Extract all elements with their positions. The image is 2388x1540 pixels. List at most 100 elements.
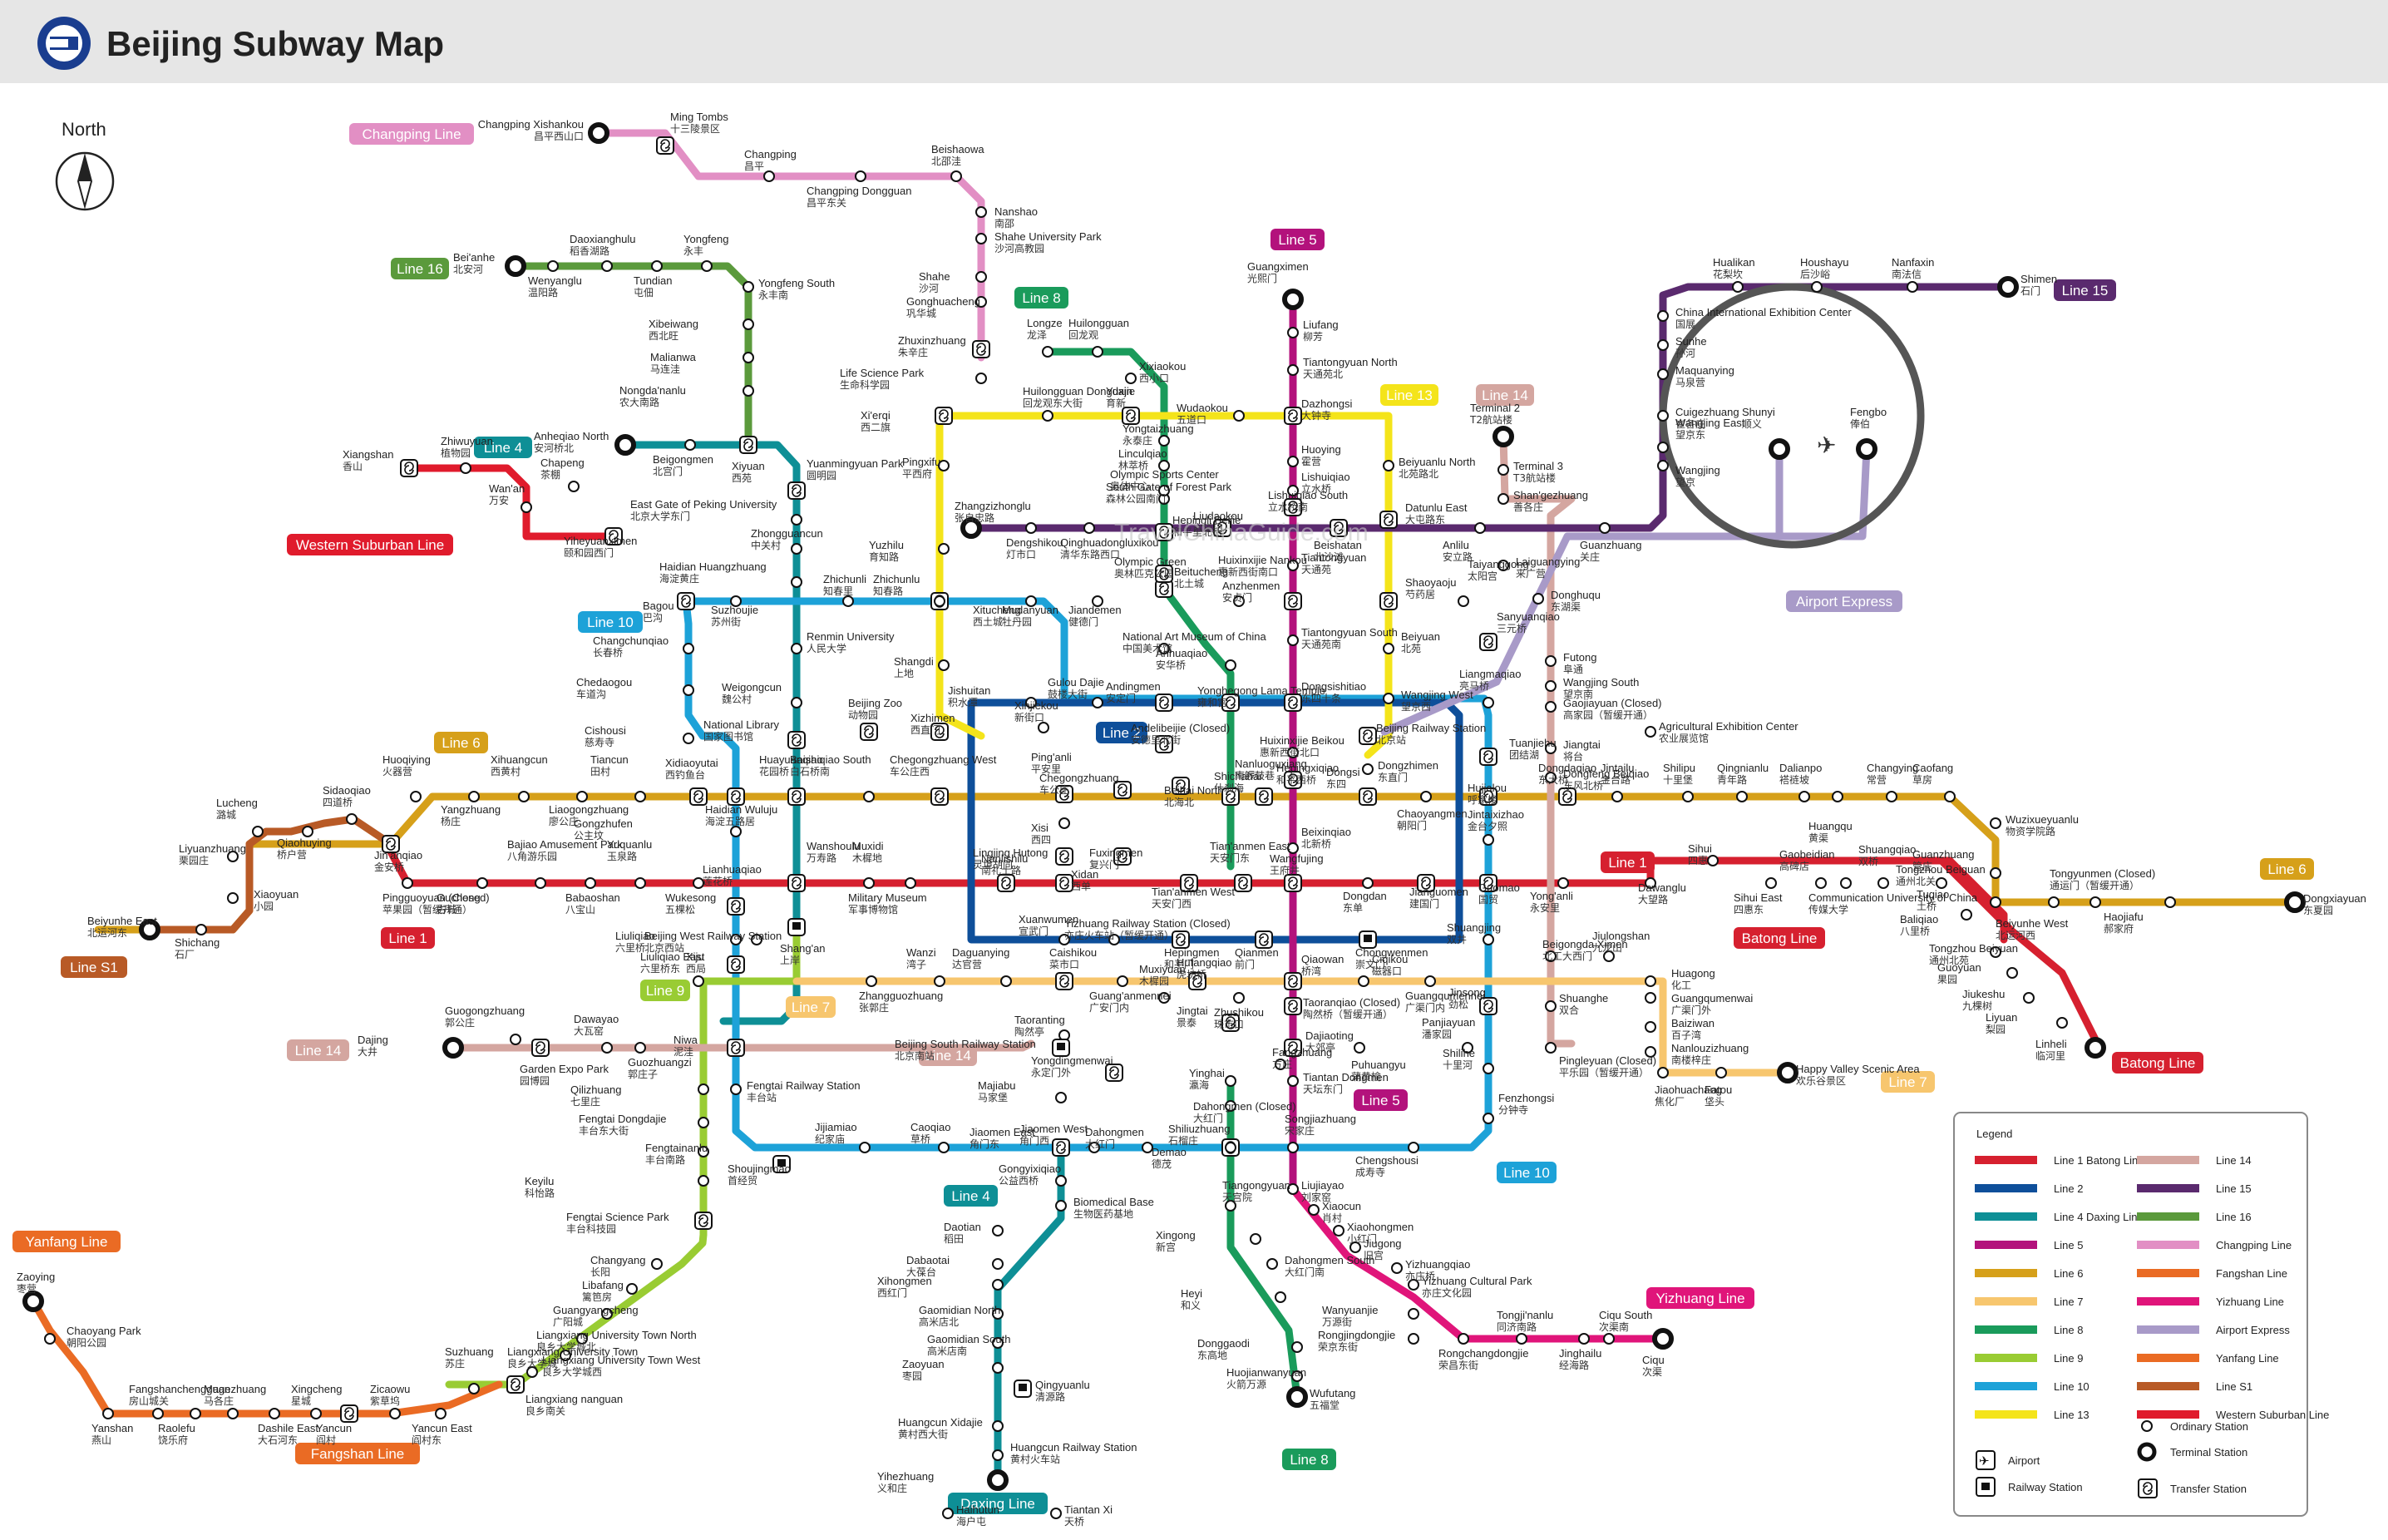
station[interactable] [842, 595, 854, 607]
station[interactable] [930, 723, 949, 741]
station[interactable] [1408, 1142, 1419, 1153]
station[interactable] [1055, 785, 1073, 803]
line-badge-changping[interactable]: Changping Line [349, 123, 474, 145]
station[interactable] [972, 340, 990, 358]
station[interactable] [1359, 787, 1377, 806]
station[interactable] [1225, 1200, 1236, 1212]
station[interactable] [1287, 456, 1299, 467]
station[interactable] [310, 1408, 322, 1419]
station[interactable] [1025, 697, 1037, 708]
station[interactable] [651, 1258, 663, 1270]
station[interactable] [1458, 1333, 1469, 1345]
station[interactable] [1645, 975, 1656, 987]
station[interactable] [1961, 909, 1972, 921]
station[interactable] [1682, 791, 1694, 802]
station[interactable] [1645, 992, 1656, 1004]
station[interactable] [1732, 281, 1744, 293]
station[interactable] [1944, 791, 1956, 802]
station[interactable] [791, 643, 802, 654]
line-badge-l10[interactable]: Line 10 [1497, 1162, 1557, 1183]
station[interactable] [1408, 1333, 1419, 1345]
station[interactable] [1172, 930, 1190, 949]
station[interactable] [701, 260, 713, 272]
station[interactable] [1108, 934, 1120, 945]
station[interactable] [905, 877, 916, 889]
station[interactable] [1158, 485, 1170, 496]
station[interactable] [743, 281, 754, 293]
station[interactable] [1497, 560, 1509, 571]
station[interactable] [1042, 410, 1053, 422]
station[interactable] [1172, 777, 1190, 795]
station[interactable] [1255, 930, 1273, 949]
station[interactable] [1050, 1508, 1062, 1519]
station[interactable] [1092, 346, 1103, 358]
station[interactable] [693, 877, 704, 889]
line-badge-l14[interactable]: Line 14 [1476, 384, 1534, 406]
station[interactable] [44, 1333, 56, 1345]
station[interactable] [1287, 634, 1299, 646]
station[interactable] [1354, 1042, 1365, 1054]
station[interactable] [743, 318, 754, 330]
station[interactable] [1213, 519, 1231, 537]
station[interactable] [1483, 697, 1494, 708]
station[interactable] [634, 791, 646, 802]
station[interactable] [2164, 896, 2176, 908]
station[interactable] [863, 791, 875, 802]
station[interactable] [1349, 1241, 1361, 1253]
line-badge-yanfang[interactable]: Yanfang Line [12, 1231, 121, 1252]
station[interactable] [1657, 442, 1669, 453]
line-badge-daxing[interactable]: Daxing Line [948, 1493, 1048, 1514]
station[interactable] [727, 955, 745, 974]
station[interactable] [787, 918, 806, 936]
station[interactable] [1255, 787, 1273, 806]
station[interactable] [1158, 992, 1170, 1004]
station[interactable] [992, 1449, 1004, 1461]
station[interactable] [1180, 874, 1198, 892]
line-badge-l6[interactable]: Line 6 [434, 732, 488, 753]
station[interactable] [1025, 595, 1037, 607]
station[interactable] [997, 874, 1015, 892]
line-badge-l16[interactable]: Line 16 [391, 258, 449, 279]
station[interactable] [1233, 992, 1245, 1004]
station[interactable] [992, 1225, 1004, 1236]
station[interactable] [694, 1212, 713, 1230]
station[interactable] [346, 813, 358, 825]
station[interactable] [1645, 1021, 1656, 1033]
station[interactable] [1287, 1183, 1299, 1195]
station[interactable] [855, 170, 866, 182]
station[interactable] [1055, 874, 1073, 892]
station[interactable] [975, 296, 987, 308]
station[interactable] [683, 684, 694, 696]
station[interactable] [1155, 565, 1173, 583]
station[interactable] [1603, 1333, 1615, 1345]
station[interactable] [992, 1362, 1004, 1374]
station[interactable] [1225, 1075, 1236, 1087]
station[interactable] [1113, 781, 1132, 799]
station[interactable] [730, 1083, 742, 1095]
station[interactable] [1383, 460, 1394, 471]
station[interactable] [934, 975, 945, 987]
station[interactable] [787, 874, 806, 892]
station[interactable] [521, 501, 532, 513]
station[interactable] [1284, 997, 1302, 1015]
station[interactable] [787, 481, 806, 500]
station[interactable] [382, 835, 400, 853]
station[interactable] [1458, 595, 1469, 607]
station[interactable] [860, 723, 878, 741]
station[interactable] [1287, 1075, 1299, 1087]
station[interactable] [791, 514, 802, 526]
station[interactable] [1707, 855, 1719, 866]
line-badge-l15[interactable]: Line 15 [2054, 279, 2116, 301]
station[interactable] [1125, 373, 1137, 384]
station[interactable] [787, 731, 806, 749]
line-badge-ls1[interactable]: Line S1 [61, 956, 127, 978]
station[interactable] [1997, 276, 2019, 298]
station[interactable] [1105, 1064, 1123, 1082]
line-badge-l8[interactable]: Line 8 [1282, 1449, 1336, 1470]
station[interactable] [1052, 1138, 1070, 1157]
station[interactable] [1652, 1328, 1674, 1350]
station[interactable] [1990, 946, 2001, 958]
station[interactable] [1545, 1042, 1557, 1054]
station[interactable] [684, 439, 696, 451]
station[interactable] [2090, 896, 2101, 908]
